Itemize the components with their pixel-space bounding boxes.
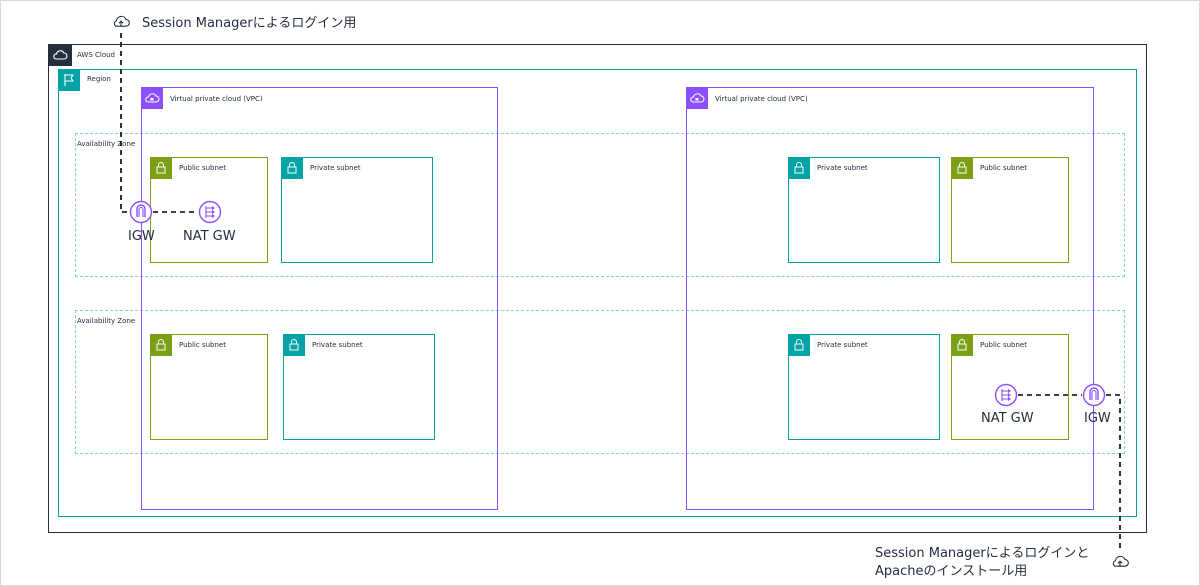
lock-icon <box>788 334 810 356</box>
availability-zone-label: Availability Zone <box>77 140 136 148</box>
lock-icon <box>283 334 305 356</box>
aws-cloud-group <box>48 44 1147 533</box>
igw-label: IGW <box>128 229 155 244</box>
aws-cloud-label: AWS Cloud <box>77 51 115 59</box>
vpc-right <box>686 87 1094 510</box>
lock-icon <box>951 334 973 356</box>
public-subnet <box>951 334 1069 440</box>
lock-icon <box>281 157 303 179</box>
internet-gateway-icon <box>1082 383 1106 407</box>
cloud-upload-icon <box>1112 555 1129 567</box>
lock-icon <box>951 157 973 179</box>
region-label: Region <box>87 75 111 83</box>
private-subnet-label: Private subnet <box>312 341 363 349</box>
nat-gw-label: NAT GW <box>981 411 1034 426</box>
bottom-connection-line <box>1106 394 1121 552</box>
availability-zone-label: Availability Zone <box>77 317 136 325</box>
public-subnet <box>150 334 268 440</box>
vpc-cloud-lock-icon <box>141 87 163 109</box>
private-subnet-label: Private subnet <box>817 164 868 172</box>
private-subnet <box>281 157 433 263</box>
lock-icon <box>150 334 172 356</box>
public-subnet-label: Public subnet <box>980 164 1027 172</box>
private-subnet <box>788 334 940 440</box>
bottom-note-line2: Apacheのインストール用 <box>875 564 1028 579</box>
top-note: Session Managerによるログイン用 <box>142 16 357 31</box>
lock-icon <box>150 157 172 179</box>
public-subnet-label: Public subnet <box>179 164 226 172</box>
vpc-left <box>141 87 498 510</box>
vpc-cloud-lock-icon <box>686 87 708 109</box>
aws-cloud-icon <box>48 44 72 66</box>
top-connection-line <box>120 33 130 213</box>
region-group <box>58 69 1137 517</box>
bottom-note-line1: Session Managerによるログインと <box>875 546 1090 561</box>
internet-gateway-icon <box>129 200 153 224</box>
lock-icon <box>788 157 810 179</box>
public-subnet-label: Public subnet <box>980 341 1027 349</box>
cloud-upload-icon <box>113 15 130 27</box>
availability-zone-2 <box>75 310 1125 454</box>
public-subnet <box>951 157 1069 263</box>
private-subnet <box>283 334 435 440</box>
private-subnet <box>788 157 940 263</box>
vpc-label: Virtual private cloud (VPC) <box>715 95 808 103</box>
private-subnet-label: Private subnet <box>310 164 361 172</box>
private-subnet-label: Private subnet <box>817 341 868 349</box>
igw-label: IGW <box>1084 411 1111 426</box>
flag-icon <box>58 69 80 91</box>
nat-gateway-icon <box>198 200 222 224</box>
availability-zone-1 <box>75 133 1125 277</box>
vpc-label: Virtual private cloud (VPC) <box>170 95 263 103</box>
public-subnet-label: Public subnet <box>179 341 226 349</box>
bottom-note: Session Managerによるログインと Apacheのインストール用 <box>875 545 1089 581</box>
nat-gateway-icon <box>994 383 1018 407</box>
nat-gw-label: NAT GW <box>183 229 236 244</box>
